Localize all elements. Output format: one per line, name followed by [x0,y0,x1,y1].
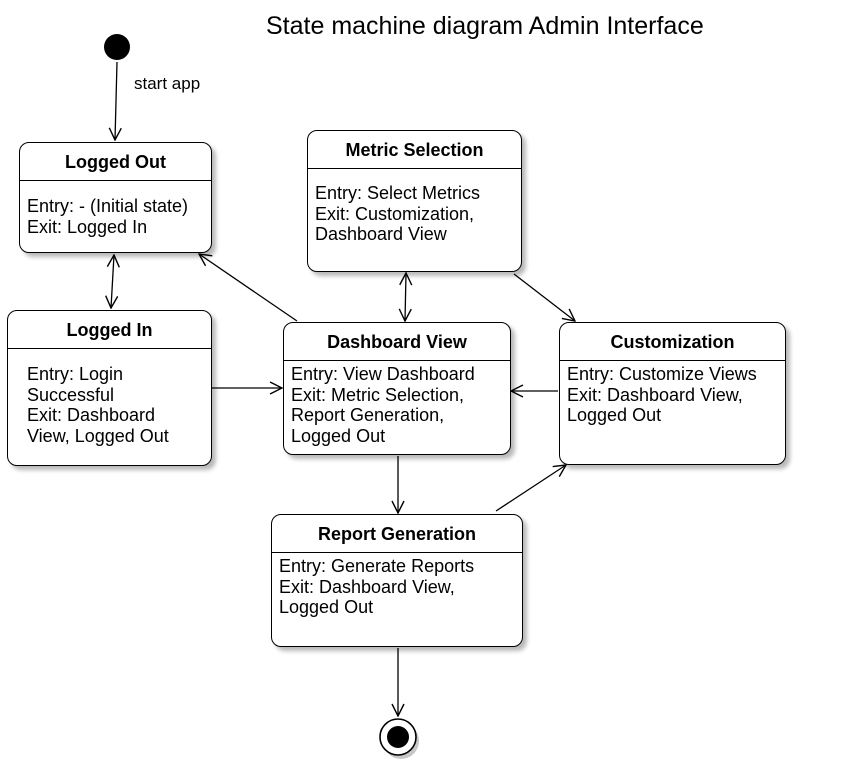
state-exit-cont: Logged Out [567,405,662,425]
state-entry: Entry: Select Metrics [315,183,481,203]
label-line: start [134,74,168,93]
state-exit: Exit: Logged In [27,216,148,237]
state-entry: Entry: Generate Reports [279,556,475,576]
initial-transition-label: start app [134,75,200,93]
state-exit: Exit: Metric Selection, [291,384,465,405]
state-metric-selection[interactable]: Metric Selection Entry: Select Metrics E… [307,130,522,272]
state-exit-cont: Logged Out [279,597,374,617]
state-logged-in[interactable]: Logged In Entry: Login Successful Exit: … [7,310,212,466]
state-exit: Exit: Dashboard [27,405,156,425]
transition-start-to-logged-out [115,61,117,140]
state-exit: Exit: Customization, [315,203,475,224]
transition-metric-selection-dashboard [405,273,406,321]
label-line: app [171,74,201,93]
state-exit-cont: Report Generation, [291,405,445,425]
state-name: Report Generation [272,515,522,553]
state-name: Dashboard View [284,323,510,361]
state-name: Logged Out [20,143,211,181]
state-exit-cont: View, Logged Out [27,425,169,446]
state-entry: Entry: View Dashboard [291,364,475,384]
state-customization[interactable]: Customization Entry: Customize Views Exi… [559,322,786,465]
state-report-generation[interactable]: Report Generation Entry: Generate Report… [271,514,523,647]
state-logged-out[interactable]: Logged Out Entry: - (Initial state) Exit… [19,142,212,253]
final-state-node [379,718,419,759]
diagram-title: State machine diagram Admin Interface [266,12,704,40]
state-name: Logged In [8,311,211,349]
state-entry: Entry: Login [27,364,124,384]
state-entry-cont: Successful [27,384,115,405]
state-exit-cont: Dashboard View [315,224,447,244]
state-dashboard-view[interactable]: Dashboard View Entry: View Dashboard Exi… [283,322,511,455]
state-exit: Exit: Dashboard View, [567,384,743,405]
transition-report-generation-to-customization [495,465,566,512]
state-exit-cont: Logged Out [291,425,386,446]
transition-metric-selection-to-customization [513,273,575,321]
state-entry: Entry: Customize Views [567,364,757,384]
state-exit: Exit: Dashboard View, [279,576,455,597]
initial-state-node [104,34,130,60]
state-name: Customization [560,323,785,361]
state-name: Metric Selection [308,131,521,169]
transition-dashboard-to-logged-out [199,254,298,322]
transition-logged-out-logged-in [111,255,114,308]
state-entry: Entry: - (Initial state) [27,196,189,216]
